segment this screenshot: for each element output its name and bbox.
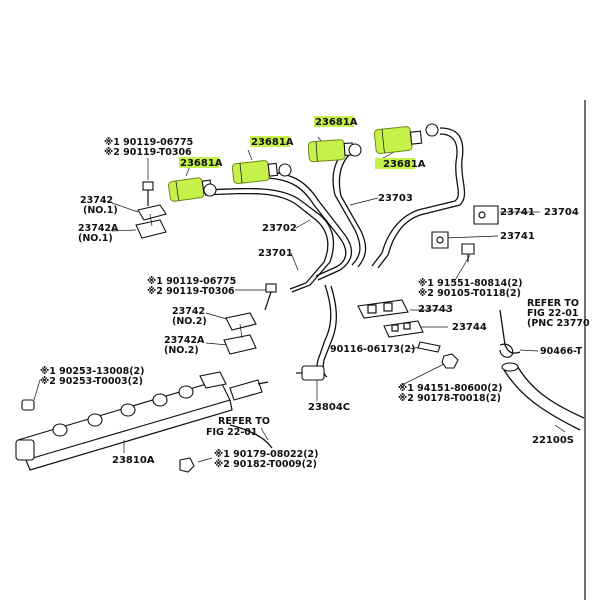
- sleeve-2[interactable]: [231, 159, 279, 184]
- label-ref2-2: FIG 22-01: [527, 308, 579, 319]
- sleeve-4[interactable]: [373, 125, 423, 154]
- ref-pipe-left: [229, 424, 273, 449]
- label-bolt3-2: ※2 90105-T0118(2): [418, 288, 521, 299]
- label-gasket-1: ※1 90179-08022(2): [214, 449, 319, 460]
- label-23741-2: 23741: [500, 231, 535, 242]
- label-ref2-1: REFER TO: [527, 298, 579, 309]
- label-23741-1: 23741: [500, 207, 535, 218]
- label-bolt3-1: ※1 91551-80814(2): [418, 278, 523, 289]
- highlighted-sleeves: [168, 123, 439, 202]
- clamp-no2[interactable]: [223, 312, 257, 355]
- label-23742-no1: 23742: [80, 195, 113, 206]
- label-23742a-no1-sub: (NO.1): [78, 233, 113, 244]
- label-23804c: 23804C: [308, 402, 350, 413]
- gasket-90179[interactable]: [179, 457, 195, 473]
- label-highlights: [179, 116, 415, 169]
- label-23701: 23701: [258, 248, 293, 259]
- label-23742-no2-sub: (NO.2): [172, 316, 207, 327]
- clamp-no1[interactable]: [135, 204, 167, 239]
- part-labels: 23681A 23681A 23681A 23681A 23703 23702 …: [40, 117, 590, 470]
- sleeve-3[interactable]: [307, 139, 354, 163]
- label-23742a-no2-sub: (NO.2): [164, 345, 199, 356]
- clip-90466[interactable]: [499, 343, 514, 358]
- bolt-mid-left[interactable]: [264, 283, 277, 311]
- hose-22100s[interactable]: [501, 362, 585, 431]
- plug-90253[interactable]: [21, 399, 35, 411]
- label-bolt2-2: ※2 90119-T0306: [147, 286, 235, 297]
- label-90466: 90466-T: [540, 346, 583, 357]
- label-23703: 23703: [378, 193, 413, 204]
- label-23742a-no1: 23742A: [78, 223, 119, 234]
- nut-94151[interactable]: [441, 353, 459, 369]
- bracket-23741[interactable]: [431, 205, 499, 249]
- connector-23804c[interactable]: [296, 365, 325, 381]
- label-plug-1: ※1 90253-13008(2): [40, 366, 145, 377]
- label-23681a-3: 23681A: [315, 117, 358, 128]
- label-23742-no2: 23742: [172, 306, 205, 317]
- bolt-right[interactable]: [461, 243, 475, 262]
- label-ref1-1: REFER TO: [218, 416, 270, 427]
- label-22100s: 22100S: [532, 435, 574, 446]
- label-ref2-3: (PNC 23770: [527, 318, 590, 329]
- label-23681a-2: 23681A: [251, 137, 294, 148]
- common-rail-23810a[interactable]: [15, 371, 269, 471]
- label-23702: 23702: [262, 223, 297, 234]
- label-23742a-no2: 23742A: [164, 335, 205, 346]
- label-23681a-1: 23681A: [180, 158, 223, 169]
- label-bolt1-2: ※2 90119-T0306: [104, 147, 192, 158]
- rail-ports: [52, 385, 194, 437]
- label-ref1-2: FIG 22-01: [206, 427, 258, 438]
- label-23810a: 23810A: [112, 455, 155, 466]
- label-nut-1: ※1 94151-80600(2): [398, 383, 503, 394]
- label-plug-2: ※2 90253-T0003(2): [40, 376, 143, 387]
- label-23744: 23744: [452, 322, 487, 333]
- bolt-top-left[interactable]: [142, 181, 154, 206]
- clamp-23743[interactable]: [357, 299, 409, 319]
- label-23704: 23704: [544, 207, 579, 218]
- label-23743: 23743: [418, 304, 453, 315]
- label-bolt1-1: ※1 90119-06775: [104, 137, 193, 148]
- label-nut-2: ※2 90178-T0018(2): [398, 393, 501, 404]
- label-bolt2-1: ※1 90119-06775: [147, 276, 236, 287]
- label-23742-no1-sub: (NO.1): [83, 205, 118, 216]
- label-90116: 90116-06173(2): [330, 344, 415, 355]
- clamp-23744[interactable]: [383, 320, 424, 338]
- label-gasket-2: ※2 90182-T0009(2): [214, 459, 317, 470]
- label-23681a-4: 23681A: [383, 159, 426, 170]
- bolt-90116[interactable]: [417, 341, 441, 353]
